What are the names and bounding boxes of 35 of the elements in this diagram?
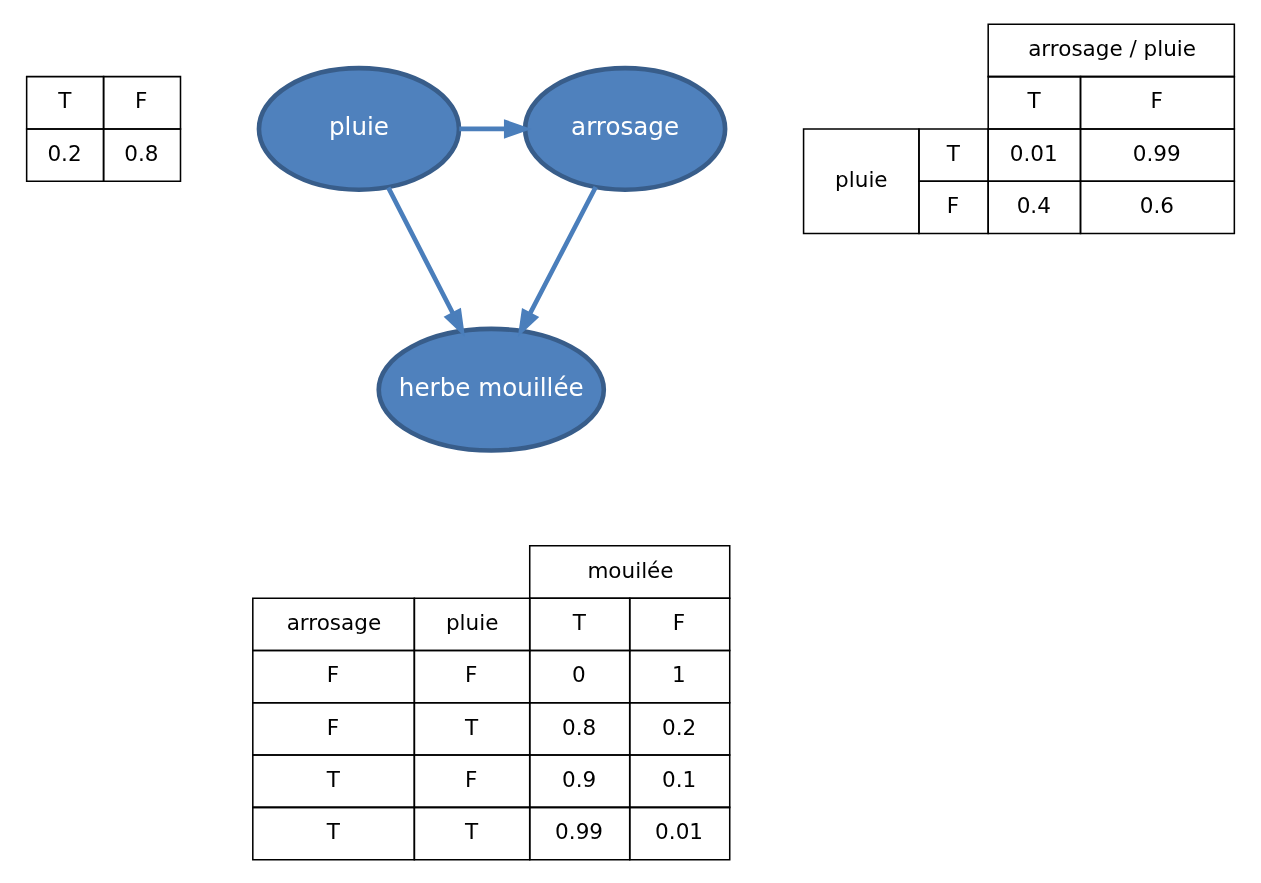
label: 0.99 [555, 818, 604, 844]
label: F [946, 192, 960, 218]
label: 0.8 [562, 714, 597, 740]
label: 0.1 [662, 766, 697, 792]
label: F [465, 661, 478, 687]
label: pluie [835, 166, 888, 192]
label: pluie [445, 609, 499, 635]
label: 0.8 [124, 140, 159, 166]
label: F [672, 609, 686, 635]
label: T [946, 140, 960, 166]
label: 0.4 [1016, 192, 1051, 218]
label: 0.01 [655, 818, 704, 844]
label: T [1027, 87, 1041, 113]
label: F [1150, 87, 1163, 113]
label: arrosage / pluie [1028, 35, 1197, 61]
label: arrosage [286, 609, 382, 635]
label: 1 [672, 661, 686, 687]
label: T [572, 609, 586, 635]
label: T [58, 87, 72, 113]
label: T [465, 818, 479, 844]
label: 0.9 [562, 766, 597, 792]
label: 0.6 [1139, 192, 1174, 218]
label: F [465, 766, 478, 792]
label: T [465, 714, 479, 740]
label: 0.01 [1009, 140, 1058, 166]
label: mouilée [587, 557, 674, 583]
label: 0 [572, 661, 586, 687]
label: 0.99 [1132, 140, 1181, 166]
label: 0.2 [47, 140, 82, 166]
label: 0.2 [662, 714, 697, 740]
label: T [326, 766, 340, 792]
label: F [135, 87, 148, 113]
label: F [326, 661, 340, 687]
label: T [326, 818, 340, 844]
label: F [326, 714, 340, 740]
